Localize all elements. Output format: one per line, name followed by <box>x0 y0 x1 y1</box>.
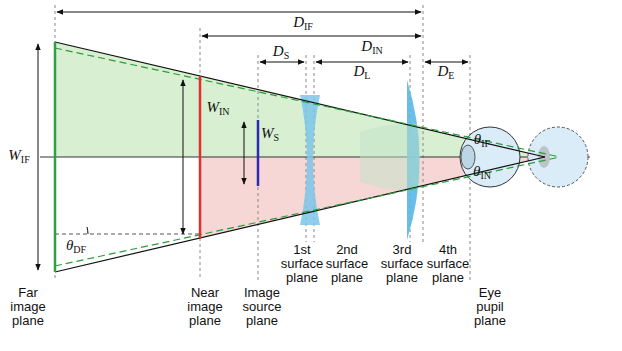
plane-label: Far image plane <box>3 286 53 328</box>
symbol-label: WS <box>255 126 285 145</box>
angle-arc <box>87 227 88 234</box>
plane-label: 2nd surface plane <box>319 243 375 285</box>
far-image-plane <box>54 42 57 272</box>
plane-label: 1st surface plane <box>274 243 330 285</box>
eye <box>460 127 520 187</box>
dimension-arrows <box>38 12 468 270</box>
lens-region <box>360 124 420 191</box>
ray-dashed <box>55 48 560 157</box>
angle-ref <box>55 234 200 235</box>
ray <box>55 42 545 157</box>
plane-label: Eye pupil plane <box>466 286 514 328</box>
plane-label: Near image plane <box>181 286 229 328</box>
symbol-label: DS <box>264 44 298 63</box>
symbol-label: θDF <box>59 238 93 257</box>
image-source <box>257 120 260 186</box>
symbol-label: θIF <box>465 132 499 151</box>
plane-label: 3rd surface plane <box>374 243 430 285</box>
concave-lens <box>300 95 320 225</box>
plane-label: 4th surface plane <box>424 243 472 285</box>
symbol-label: DE <box>429 64 463 83</box>
symbol-label: DIF <box>283 15 323 34</box>
eye-shifted <box>528 127 588 187</box>
symbol-label: WIN <box>201 100 235 119</box>
symbol-label: WIF <box>2 148 36 167</box>
plane-label: Image source plane <box>234 286 290 328</box>
symbol-label: θIN <box>465 164 499 183</box>
symbol-label: DL <box>345 64 379 83</box>
eye-lens <box>461 145 475 169</box>
far-field-region <box>55 42 545 157</box>
near-image-plane <box>199 76 202 238</box>
symbol-label: DIN <box>352 39 392 58</box>
plane-guides <box>55 5 470 282</box>
